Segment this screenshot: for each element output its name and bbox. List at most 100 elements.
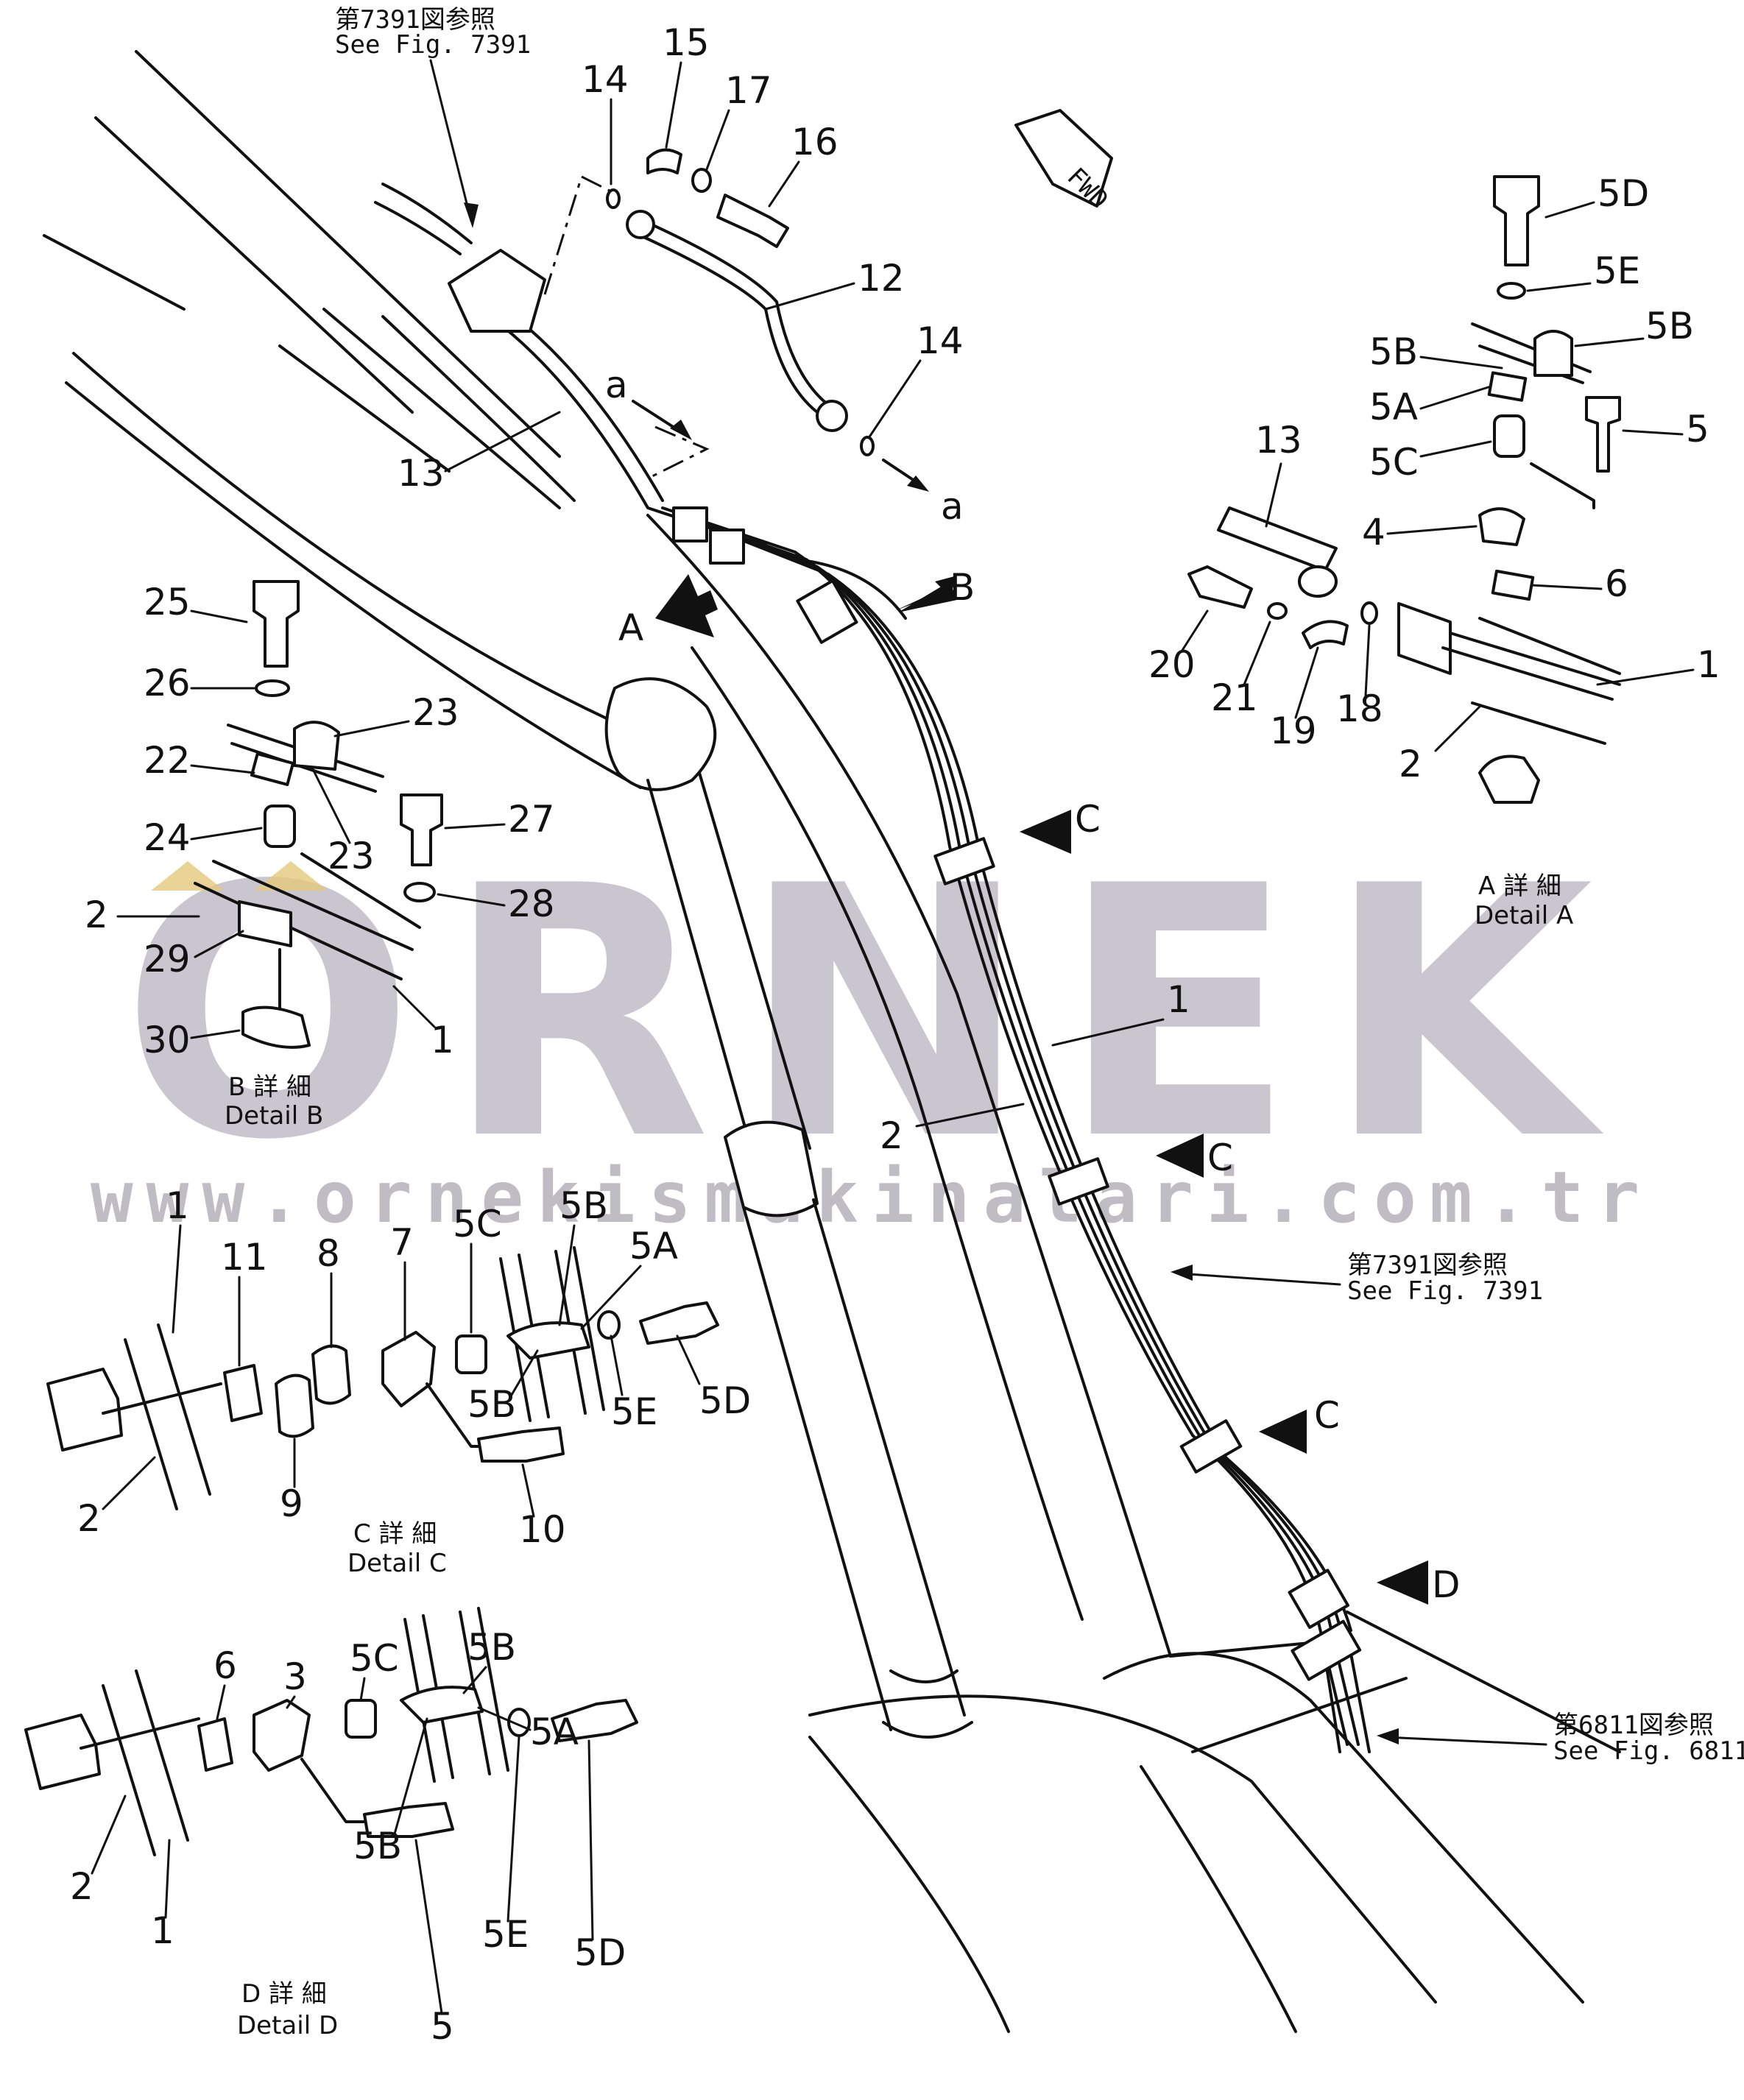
callout-b-26: 26	[144, 662, 191, 704]
ref-a: a a	[605, 364, 964, 528]
callout-17: 17	[725, 69, 772, 112]
callout-b-27: 27	[508, 798, 555, 841]
callout-c-5b-top: 5B	[559, 1184, 608, 1227]
callout-a-4: 4	[1362, 511, 1385, 554]
detail-d: 6 3 5C 5B 5A 2 1 5B 5E 5D 5 D 詳 細 Detail…	[24, 1607, 638, 2048]
watermark: ORNEK www.ornekismakinalari.com.tr	[91, 813, 1653, 1239]
callout-b-23-bot: 23	[328, 835, 375, 877]
callout-b-29: 29	[144, 938, 191, 980]
view-c-marker-3: C	[1314, 1394, 1340, 1437]
ref-fig6811-en: See Fig. 6811	[1553, 1736, 1744, 1766]
hose-lines	[455, 286, 1371, 1753]
detail-c-caption-en: Detail C	[347, 1549, 447, 1578]
callout-b-23-top: 23	[412, 691, 459, 734]
callout-a-18: 18	[1336, 687, 1383, 730]
watermark-url: www.ornekismakinalari.com.tr	[91, 1156, 1653, 1239]
callout-c-8: 8	[317, 1232, 340, 1275]
callout-c-1: 1	[166, 1184, 189, 1227]
detail-a-caption-jp: A 詳 細	[1478, 872, 1561, 901]
detail-b-caption-en: Detail B	[225, 1101, 323, 1131]
callout-d-5b-bot: 5B	[353, 1825, 402, 1867]
detail-b: 25 26 23 22 23 24 27 28 2 29 1 30 B 詳 細 …	[85, 580, 555, 1131]
view-b-marker: B	[950, 566, 975, 609]
view-a-lower-2: a	[941, 485, 964, 528]
callout-a-21: 21	[1211, 676, 1258, 719]
ref-fig7391-top-en: See Fig. 7391	[335, 30, 531, 60]
callout-b-28: 28	[508, 883, 555, 925]
callout-c-9: 9	[280, 1482, 303, 1525]
callout-a-5a: 5A	[1369, 386, 1418, 428]
detail-d-caption-en: Detail D	[237, 2011, 338, 2040]
callout-15: 15	[663, 21, 710, 64]
view-a-lower-1: a	[605, 364, 628, 406]
callout-a-5e: 5E	[1594, 250, 1640, 292]
callout-1-main: 1	[1167, 978, 1190, 1021]
detail-c-caption-jp: C 詳 細	[353, 1519, 437, 1549]
callout-c-11: 11	[221, 1236, 268, 1279]
callout-a-5c: 5C	[1369, 441, 1419, 484]
detail-c: 1 11 8 7 5C 5B 5A 5D 5E 5B 2 9 10 C 詳 細 …	[46, 1184, 751, 1578]
detail-a: 5D 5E 5B 5B 5A 5C 5 13 4 6 20 21 19 18 1…	[1148, 172, 1720, 930]
callout-d-5c: 5C	[350, 1637, 399, 1680]
ref-fig7391-mid-en: See Fig. 7391	[1347, 1276, 1543, 1306]
callout-a-5b-l: 5B	[1369, 330, 1418, 373]
callout-b-25: 25	[144, 581, 191, 623]
callout-d-2: 2	[70, 1865, 93, 1908]
callout-a-1: 1	[1697, 643, 1720, 686]
callout-b-30: 30	[144, 1019, 191, 1061]
callout-b-22: 22	[144, 739, 191, 782]
callout-d-1: 1	[151, 1909, 174, 1952]
ref-fig7391-mid-jp: 第7391図参照	[1347, 1251, 1508, 1280]
callout-a-5: 5	[1686, 408, 1709, 450]
callout-a-5b-r: 5B	[1645, 305, 1694, 347]
callout-a-19: 19	[1270, 710, 1317, 752]
main-callouts: 14 15 17 16 12 14 13 1 2	[398, 21, 1190, 1157]
callout-c-2: 2	[77, 1497, 101, 1540]
callout-c-5d: 5D	[699, 1379, 751, 1422]
callout-a-5d: 5D	[1598, 172, 1649, 215]
callout-d-5b-top: 5B	[467, 1626, 516, 1669]
callout-2-main: 2	[880, 1114, 903, 1157]
view-c-marker-2: C	[1207, 1136, 1233, 1179]
ref-fig6811-jp: 第6811図参照	[1553, 1711, 1714, 1740]
flange-parts-top	[606, 148, 875, 456]
hose-clamps	[672, 506, 1362, 1681]
callout-a-20: 20	[1148, 643, 1196, 686]
boom-outline	[43, 50, 1621, 2033]
callout-14-mid: 14	[917, 319, 964, 362]
callout-14-top: 14	[582, 58, 629, 101]
reference-notes: 第7391図参照 See Fig. 7391 第7391図参照 See Fig.…	[335, 5, 1744, 1766]
callout-d-5d: 5D	[574, 1931, 626, 1974]
detail-b-caption-jp: B 詳 細	[228, 1072, 311, 1102]
top-fitting	[374, 175, 710, 480]
view-arrows: A B C C C D	[618, 566, 1461, 1606]
view-d-marker: D	[1432, 1563, 1461, 1606]
callout-12: 12	[858, 257, 905, 300]
callout-a-6: 6	[1605, 562, 1628, 605]
fwd-arrow: FWD	[1014, 109, 1114, 215]
callout-d-6: 6	[213, 1644, 237, 1687]
detail-a-caption-en: Detail A	[1475, 901, 1573, 930]
ref-fig7391-top-jp: 第7391図参照	[335, 5, 495, 35]
callout-13-main: 13	[398, 452, 445, 495]
hose-12	[626, 210, 848, 432]
callout-d-5e: 5E	[482, 1913, 529, 1956]
callout-c-5e: 5E	[611, 1390, 657, 1433]
callout-c-5a: 5A	[629, 1225, 678, 1268]
callout-c-10: 10	[519, 1508, 566, 1551]
callout-b-24: 24	[144, 816, 191, 859]
callout-a-2: 2	[1399, 743, 1422, 785]
callout-c-7: 7	[390, 1221, 414, 1264]
view-c-marker-1: C	[1075, 798, 1101, 841]
callout-b-2: 2	[85, 894, 108, 936]
callout-d-3: 3	[283, 1655, 307, 1698]
callout-c-5c: 5C	[453, 1203, 502, 1245]
watermark-brand: ORNEK	[121, 813, 1623, 1215]
callout-d-5a: 5A	[530, 1711, 579, 1753]
callout-16: 16	[791, 121, 839, 163]
view-a-marker: A	[618, 607, 643, 649]
boom-cylinder	[604, 677, 973, 1739]
detail-d-caption-jp: D 詳 細	[241, 1979, 327, 2009]
callout-a-13: 13	[1255, 419, 1302, 462]
